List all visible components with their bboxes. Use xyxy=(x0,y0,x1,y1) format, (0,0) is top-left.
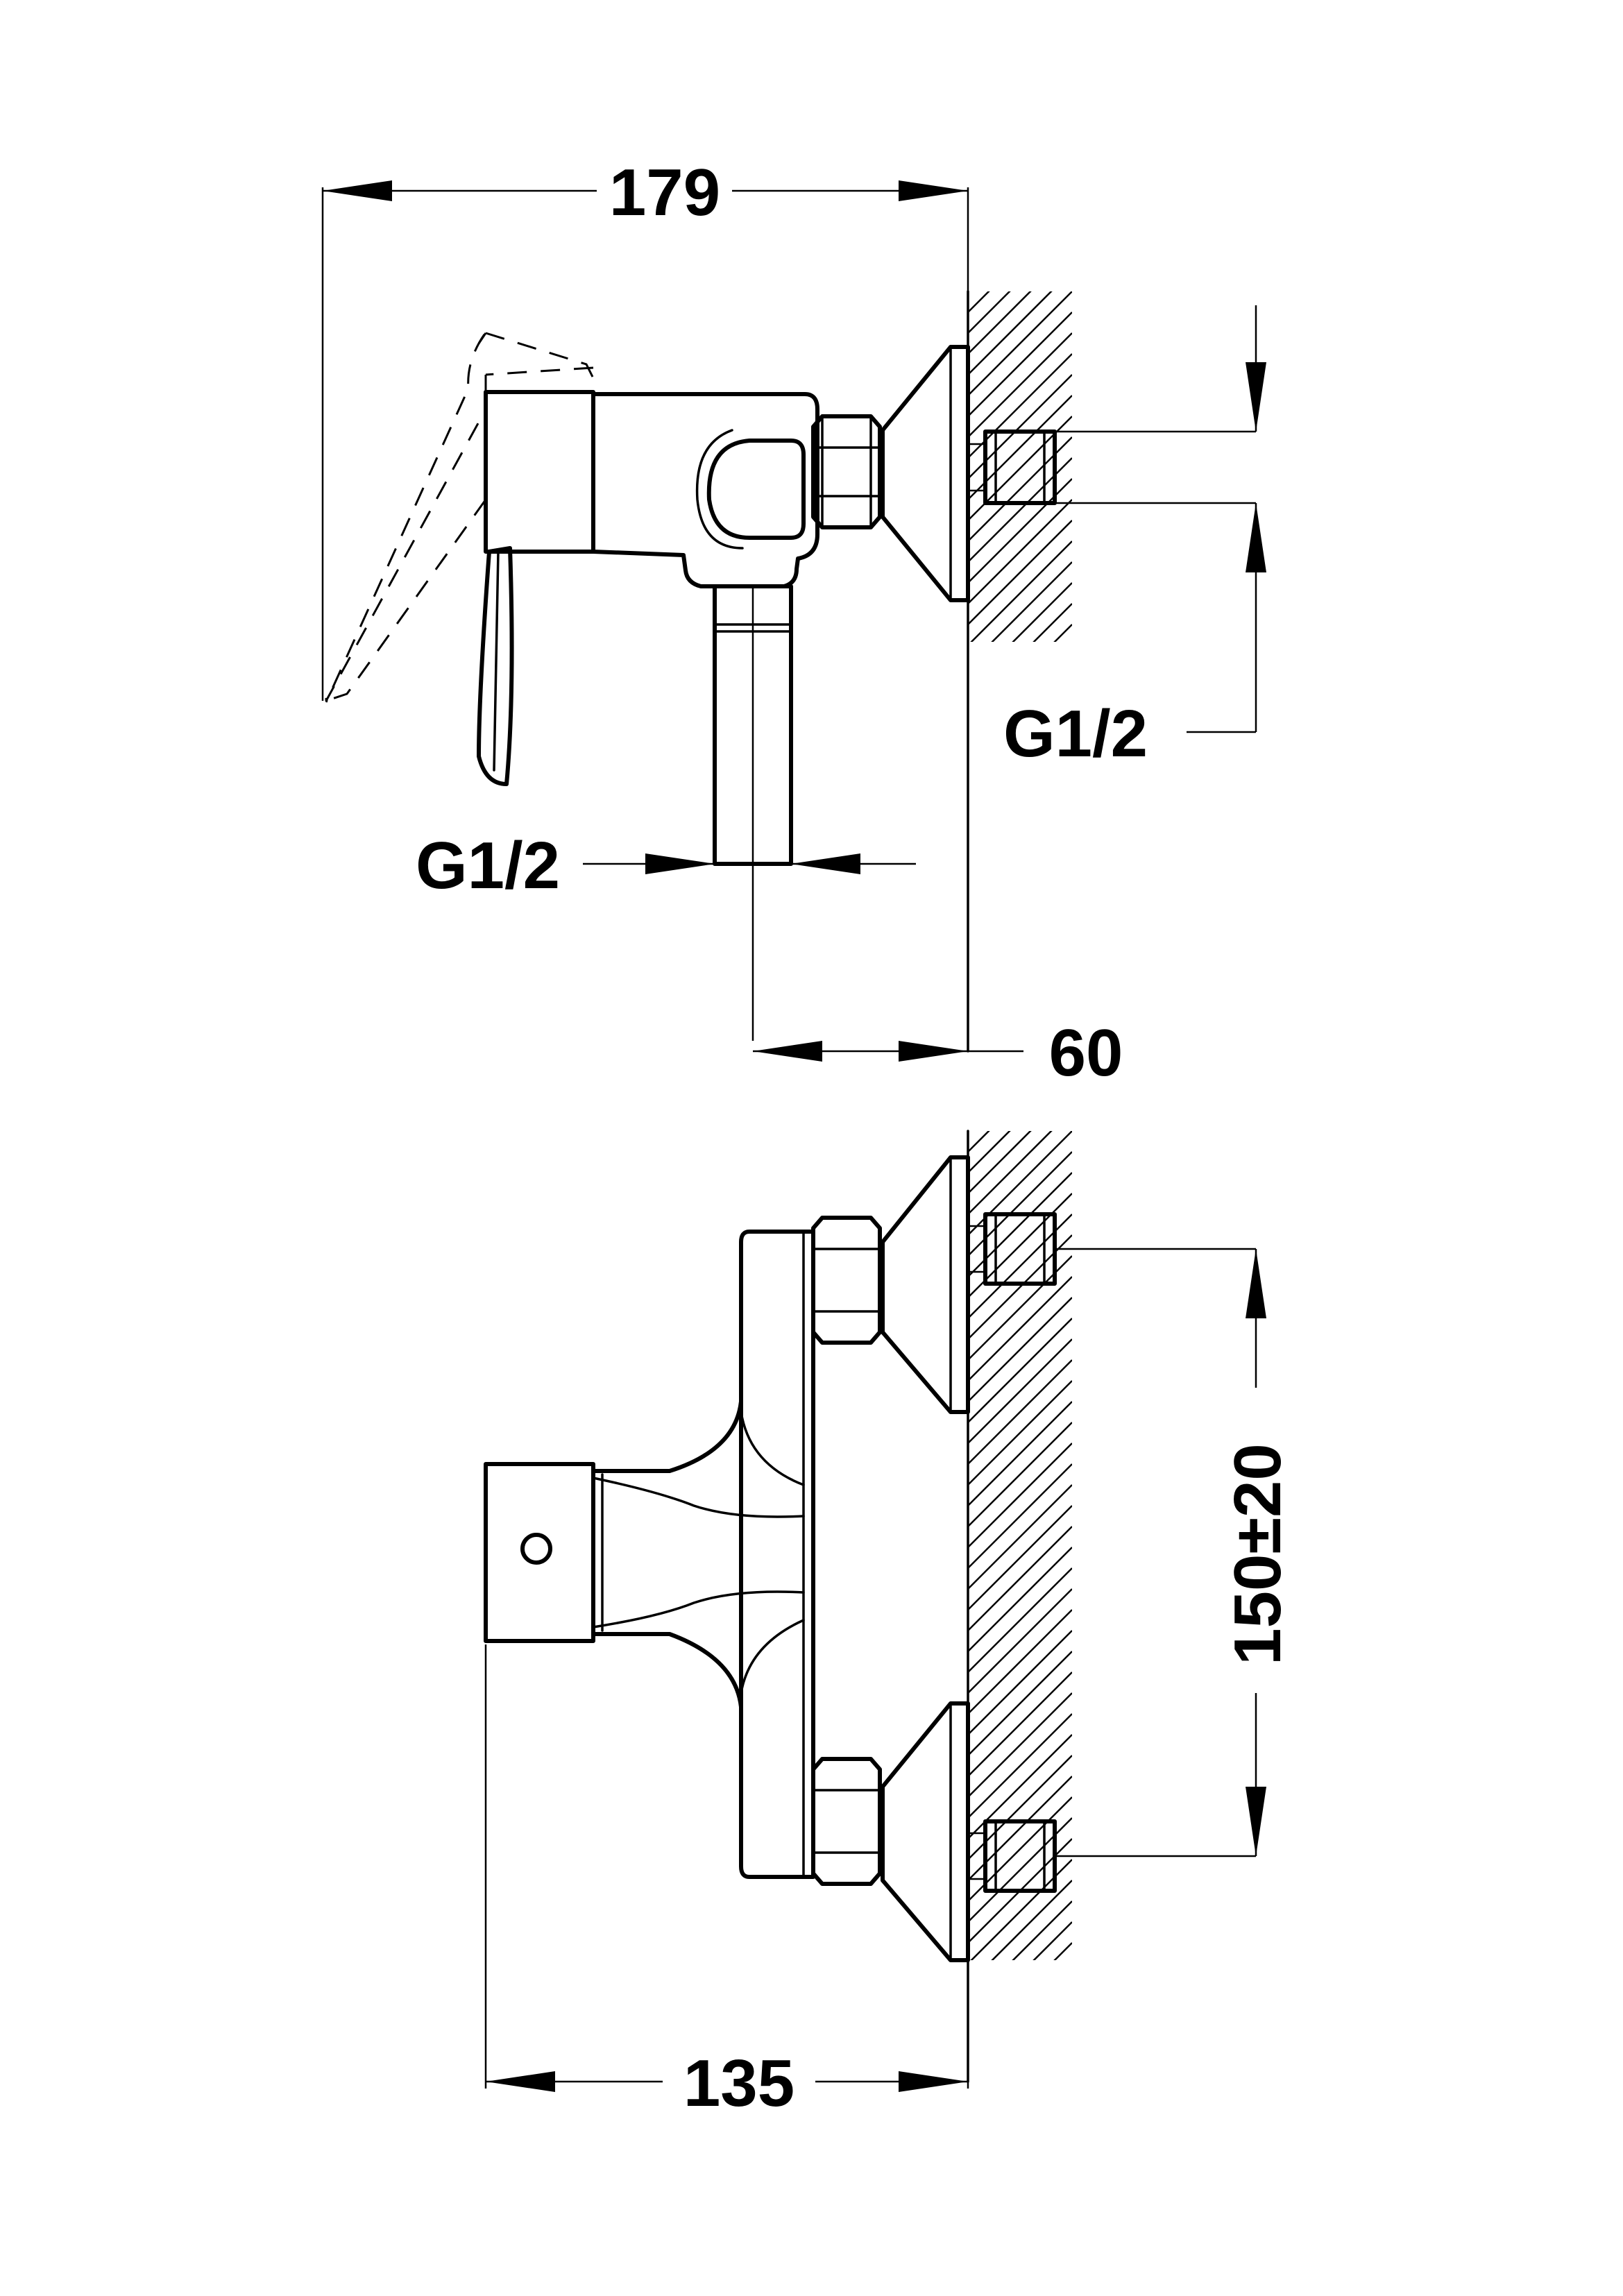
dim-g12-left: G1/2 xyxy=(416,828,916,903)
hatch-line xyxy=(968,1131,1053,1215)
dim-g12-left-label: G1/2 xyxy=(416,828,560,903)
dim-60: 60 xyxy=(753,1016,1123,1090)
rosette-lower xyxy=(881,1701,970,1962)
hatch-line xyxy=(968,1713,1072,1819)
hatch-line xyxy=(968,1692,1072,1798)
hatch-line xyxy=(970,541,1072,642)
hatch-line xyxy=(968,1131,1011,1173)
handle-hub-top xyxy=(484,390,595,554)
hatch-line xyxy=(968,1547,1072,1652)
top-view: 179 G1/2 G1/2 60 xyxy=(321,155,1266,1090)
bottom-view: 150±20 135 xyxy=(484,1130,1295,2120)
hatch-line xyxy=(968,1297,1072,1402)
hatch-line xyxy=(968,520,1072,625)
valve-body-front xyxy=(591,1230,815,1879)
dim-g12-right: G1/2 xyxy=(1003,305,1266,771)
dim-150: 150±20 xyxy=(1221,1249,1295,1856)
hatch-line xyxy=(968,1672,1072,1777)
lever-top xyxy=(477,546,514,786)
hatch-line xyxy=(968,499,1072,604)
hatch-line xyxy=(968,1567,1072,1673)
indicator-dot xyxy=(520,1533,552,1565)
hatch-line xyxy=(1033,603,1072,642)
hatch-line xyxy=(1053,1942,1072,1960)
hatch-line xyxy=(968,1463,1072,1569)
lever-raised-dashed xyxy=(325,332,595,702)
hatch-line xyxy=(968,1526,1072,1631)
hatch-line xyxy=(968,332,1072,438)
valve-body-top xyxy=(591,392,819,588)
handle-hub-front xyxy=(484,1462,595,1643)
hatch-line xyxy=(1012,1900,1072,1960)
dim-135-label: 135 xyxy=(683,2046,794,2120)
hex-nut-lower xyxy=(811,1757,882,1886)
hatch-line xyxy=(1033,1921,1072,1960)
hatch-line xyxy=(968,1359,1072,1465)
hex-nut-top xyxy=(811,414,882,529)
hatch-line xyxy=(968,1505,1072,1610)
rosette-top xyxy=(881,345,970,602)
inlet-upper xyxy=(968,1212,1256,1286)
inlet-pipe-top xyxy=(968,430,1256,505)
rosette-upper xyxy=(881,1155,970,1414)
hatch-line xyxy=(968,291,1032,355)
dim-60-label: 60 xyxy=(1049,1016,1123,1090)
hatch-line xyxy=(968,1651,1072,1756)
hatch-line xyxy=(968,1422,1072,1527)
dim-g12-right-label: G1/2 xyxy=(1003,697,1148,771)
hatch-line xyxy=(968,1131,1032,1194)
hatch-line xyxy=(968,312,1072,417)
dim-179-label: 179 xyxy=(609,155,720,230)
hatch-line xyxy=(968,291,1011,334)
hatch-line xyxy=(968,1588,1072,1694)
hatch-line xyxy=(968,1318,1072,1423)
hatch-line xyxy=(968,291,1053,375)
dim-135: 135 xyxy=(484,1644,969,2120)
hatch-line xyxy=(1012,582,1072,642)
hatch-line xyxy=(968,291,969,292)
hatch-line xyxy=(968,1964,1072,2068)
hatch-line xyxy=(991,561,1072,642)
outlet-pipe-top xyxy=(713,584,793,1041)
hex-nut-upper xyxy=(811,1216,882,1345)
hatch-line xyxy=(968,1609,1072,1715)
hatch-line xyxy=(968,1131,990,1153)
hatch-line xyxy=(968,1380,1072,1486)
dim-150-label: 150±20 xyxy=(1221,1443,1295,1665)
hatch-line xyxy=(968,1401,1072,1506)
hatch-line xyxy=(968,1276,1072,1381)
dim-179: 179 xyxy=(321,155,969,701)
hatch-line xyxy=(968,1630,1072,1735)
wall-hatch-bottom xyxy=(968,1131,1072,2068)
lever-dashed-outline xyxy=(325,334,486,703)
hatch-line xyxy=(968,291,990,313)
hatch-line xyxy=(968,1338,1072,1444)
hatch-line xyxy=(968,291,1072,396)
hatch-line xyxy=(968,1484,1072,1590)
hatch-line xyxy=(991,1880,1072,1960)
inlet-lower xyxy=(968,1819,1256,1893)
hatch-line xyxy=(968,1443,1072,1548)
